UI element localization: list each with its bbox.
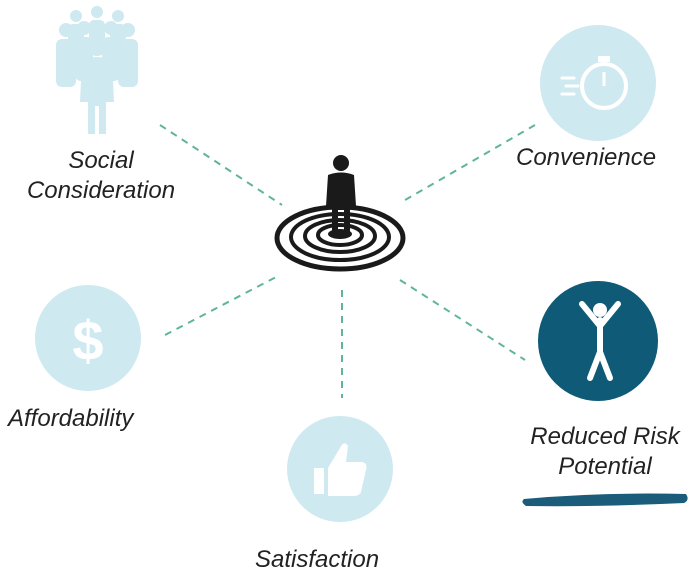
label-reduced-risk-potential: Reduced Risk Potential: [530, 423, 680, 480]
person-arms-raised-icon: [538, 281, 658, 401]
connector-affordability: [164, 274, 281, 336]
highlight-underline: [522, 493, 688, 507]
label-social-consideration: Social Consideration: [26, 147, 176, 204]
dollar-icon: $: [35, 285, 141, 391]
stopwatch-icon: [540, 25, 656, 141]
person-on-target-icon: [274, 155, 406, 272]
connector-risk: [399, 279, 526, 361]
people-group-icon: [56, 6, 138, 134]
connector-social: [159, 124, 283, 206]
thumbs-up-icon: [287, 416, 393, 522]
svg-text:$: $: [72, 309, 103, 372]
label-satisfaction: Satisfaction: [255, 546, 380, 573]
label-affordability: Affordability: [8, 405, 134, 432]
label-convenience: Convenience: [516, 144, 657, 171]
